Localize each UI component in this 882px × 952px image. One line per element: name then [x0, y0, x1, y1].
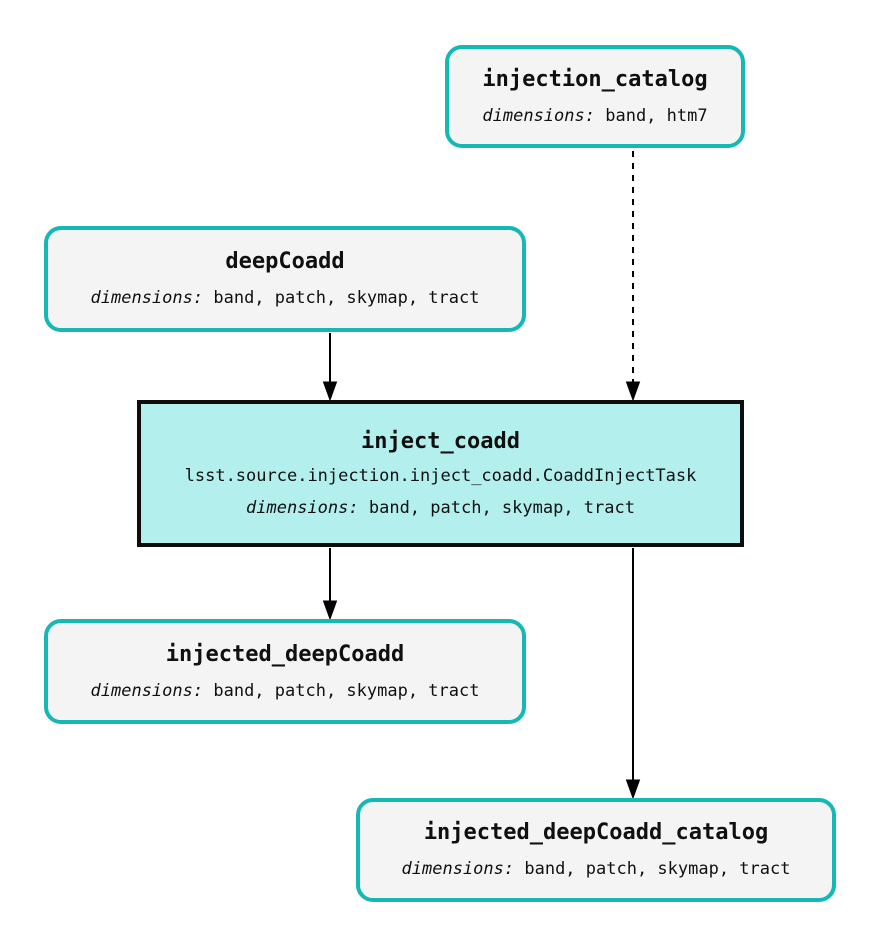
dimensions-label: dimensions: — [482, 105, 595, 126]
dimensions-label: dimensions: — [90, 288, 204, 309]
arrowhead-icon — [625, 779, 641, 800]
dimensions-label: dimensions: — [90, 680, 204, 701]
node-title: deepCoadd — [225, 249, 345, 275]
dimensions-label: dimensions: — [401, 859, 515, 880]
node-title: inject_coadd — [361, 428, 520, 454]
node-injected-deepcoadd-catalog: injected_deepCoadd_catalog dimensions: b… — [356, 798, 836, 902]
dimensions-value: band, patch, skymap, tract — [368, 497, 635, 518]
node-deepcoadd: deepCoadd dimensions: band, patch, skyma… — [44, 226, 526, 332]
node-inject-coadd-task: inject_coadd lsst.source.injection.injec… — [137, 400, 744, 547]
node-title: injected_deepCoadd_catalog — [423, 820, 769, 846]
node-dimensions: dimensions: band, htm7 — [482, 105, 708, 126]
dimensions-value: band, patch, skymap, tract — [213, 288, 480, 309]
node-dimensions: dimensions: band, patch, skymap, tract — [91, 289, 480, 308]
arrowhead-icon — [625, 381, 641, 402]
dimensions-value: band, patch, skymap, tract — [524, 859, 791, 880]
dimensions-value: band, patch, skymap, tract — [213, 680, 480, 701]
node-title: injected_deepCoadd — [165, 641, 405, 667]
node-dimensions: dimensions: band, patch, skymap, tract — [246, 497, 635, 518]
dimensions-value: band, htm7 — [605, 105, 708, 126]
arrowhead-icon — [322, 381, 338, 402]
dimensions-label: dimensions: — [246, 497, 359, 518]
edge-deepcoadd-to-inject-coadd — [322, 333, 338, 402]
edge-injection-catalog-to-inject-coadd — [625, 151, 641, 402]
task-class: lsst.source.injection.inject_coadd.Coadd… — [184, 465, 697, 486]
node-dimensions: dimensions: band, patch, skymap, tract — [402, 860, 791, 879]
node-injection-catalog: injection_catalog dimensions: band, htm7 — [445, 45, 745, 148]
node-title: injection_catalog — [482, 66, 708, 92]
edge-inject-coadd-to-injected-deepcoadd-catalog — [625, 548, 641, 800]
edge-inject-coadd-to-injected-deepcoadd — [322, 548, 338, 621]
node-dimensions: dimensions: band, patch, skymap, tract — [90, 680, 480, 701]
node-injected-deepcoadd: injected_deepCoadd dimensions: band, pat… — [44, 619, 526, 724]
arrowhead-icon — [322, 600, 338, 621]
